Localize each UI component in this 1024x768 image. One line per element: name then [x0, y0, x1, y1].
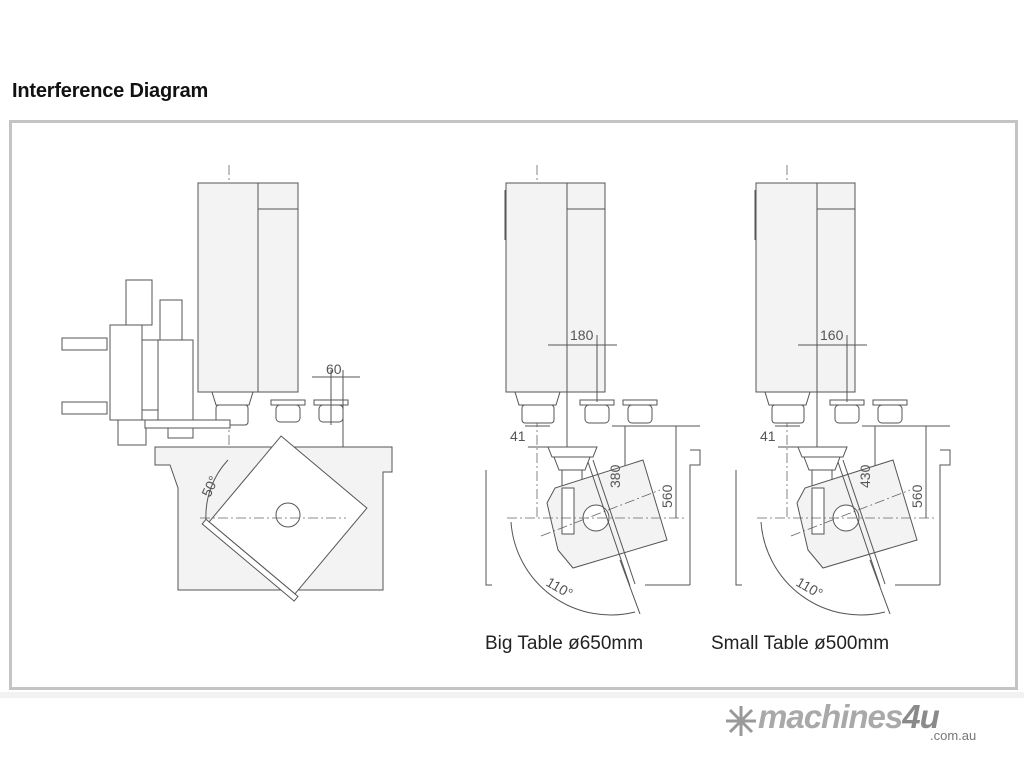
- dim-560: 560: [659, 484, 675, 508]
- snowflake-arrows-icon: [726, 706, 756, 736]
- dim-430: 430: [857, 464, 873, 488]
- dim-60: 60: [326, 361, 342, 377]
- dim-41: 41: [510, 428, 526, 444]
- dim-380: 380: [607, 464, 623, 488]
- small-table-caption: Small Table ø500mm: [711, 633, 889, 654]
- angle-110-small: 110°: [794, 574, 826, 602]
- logo-domain: .com.au: [930, 728, 977, 743]
- big-table-diagram: [486, 165, 700, 615]
- dim-560-small: 560: [909, 484, 925, 508]
- logo-4u: 4u: [902, 698, 940, 735]
- angle-110: 110°: [544, 574, 576, 602]
- tool-changer-diagram: [61, 165, 393, 602]
- divider: [0, 692, 1024, 698]
- dim-41-small: 41: [760, 428, 776, 444]
- dim-160: 160: [820, 327, 844, 343]
- page-title: Interference Diagram: [12, 80, 209, 102]
- logo-name: machines: [758, 698, 903, 735]
- dim-180: 180: [570, 327, 594, 343]
- small-table-diagram: [736, 165, 950, 615]
- machines4u-logo[interactable]: machines4u .com.au: [722, 698, 992, 746]
- big-table-caption: Big Table ø650mm: [485, 633, 643, 654]
